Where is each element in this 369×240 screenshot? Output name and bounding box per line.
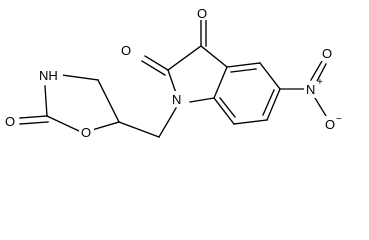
atom-o-exo-c2: O bbox=[121, 43, 131, 58]
atom-ox-nh: NH bbox=[39, 68, 58, 83]
chemical-structure-diagram: O O N N + O O − NH O O bbox=[3, 5, 342, 141]
bond-c7-c7a bbox=[213, 97, 235, 125]
bond-c3a-c3 bbox=[200, 45, 228, 68]
bond-c7a-c3a bbox=[213, 66, 228, 99]
bond-ox-c5-c4 bbox=[97, 79, 120, 123]
aromatic-inner-c3a-c4 bbox=[230, 68, 257, 73]
atom-bg-ox-o-exo bbox=[3, 113, 18, 129]
bond-ox-c2-o1 bbox=[46, 115, 80, 132]
bond-n1-ch2 bbox=[158, 107, 177, 138]
bond-c4-c5 bbox=[259, 62, 281, 90]
aromatic-inner-c7-c7a bbox=[219, 97, 236, 118]
atom-ox-o-exo: O bbox=[5, 114, 15, 129]
atom-o-exo-c3: O bbox=[197, 6, 207, 21]
bond-c2-o-exo-b bbox=[141, 60, 166, 76]
bond-ox-c2-o-exo-b bbox=[19, 121, 49, 125]
bond-c2-o-exo-a bbox=[144, 55, 169, 71]
bond-ch2-ox-c5 bbox=[118, 121, 160, 138]
atom-nitro-o-up: O bbox=[322, 46, 332, 61]
atom-bg-ox-nh bbox=[38, 67, 63, 84]
bond-n1-c7a bbox=[189, 97, 215, 103]
bond-nitro-n-o-up-b bbox=[315, 63, 327, 84]
atom-bg-nitro-n bbox=[304, 81, 319, 98]
bond-layer bbox=[19, 19, 327, 138]
bond-c6-c7 bbox=[233, 119, 268, 125]
bond-c2-n1 bbox=[167, 69, 177, 94]
bond-nitro-n-o-down bbox=[314, 97, 327, 117]
bond-ox-c4-n3 bbox=[61, 74, 99, 81]
bond-c3a-c4 bbox=[226, 62, 261, 68]
atom-bg-o-exo-c2 bbox=[118, 43, 133, 59]
atom-bg-nitro-o-down bbox=[322, 116, 337, 132]
atom-bg-n1 bbox=[169, 91, 184, 107]
bond-c3-c2 bbox=[167, 45, 202, 71]
atom-nitro-n: N bbox=[306, 82, 315, 97]
atom-nitro-o-down: O bbox=[325, 117, 335, 132]
atom-ox-o-ring: O bbox=[81, 125, 91, 140]
atom-bg-ox-o-ring bbox=[79, 125, 94, 141]
atom-n1: N bbox=[172, 92, 181, 107]
bond-ox-n3-c2 bbox=[44, 85, 48, 117]
bond-nitro-n-o-up-a bbox=[310, 60, 323, 81]
structure-canvas: O O N N + O O − NH O O bbox=[3, 5, 342, 141]
atom-bg-o-exo-c3 bbox=[195, 5, 209, 20]
atom-nitro-n-charge: + bbox=[317, 77, 323, 88]
bond-ox-c2-o-exo-a bbox=[19, 115, 48, 119]
aromatic-inner-c5-c6 bbox=[262, 89, 275, 116]
atom-nitro-o-charge: − bbox=[336, 114, 342, 125]
atom-bg-nitro-o-up bbox=[319, 45, 334, 61]
bond-ox-o1-c5 bbox=[91, 121, 120, 131]
atom-label-layer: O O N N + O O − NH O O bbox=[3, 5, 342, 141]
bond-c5-c6 bbox=[266, 88, 281, 121]
